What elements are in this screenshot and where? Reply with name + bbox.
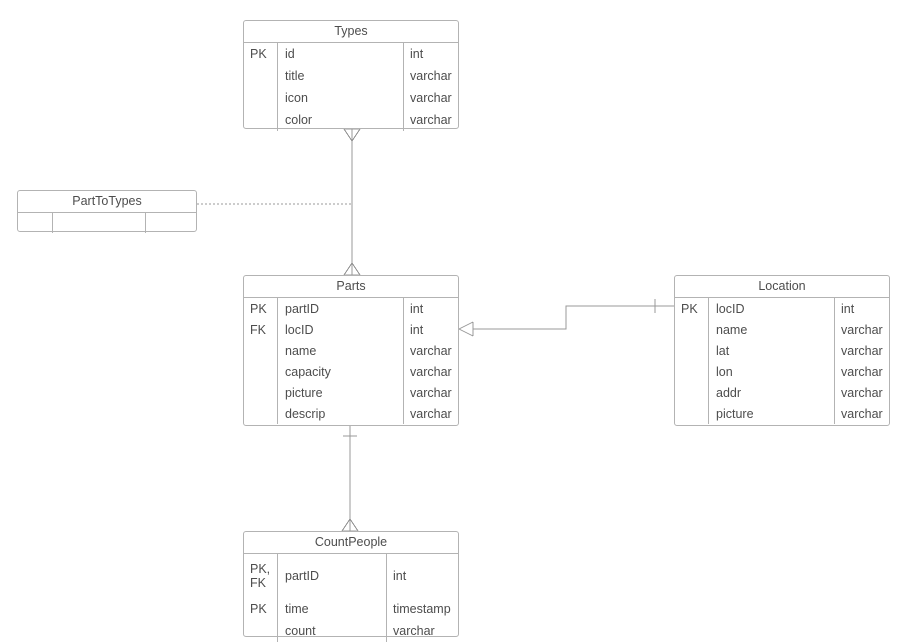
entity-column-row: color varchar bbox=[244, 109, 458, 131]
column-name: count bbox=[285, 624, 316, 638]
column-key-marker: PK bbox=[244, 598, 278, 620]
entity-title: CountPeople bbox=[244, 532, 458, 554]
entity-column-row: icon varchar bbox=[244, 87, 458, 109]
entity-title: Types bbox=[244, 21, 458, 43]
relationship-parts-location bbox=[458, 299, 674, 337]
entity-column-row: capacity varchar bbox=[244, 361, 458, 382]
column-name: capacity bbox=[285, 364, 331, 379]
column-datatype: int bbox=[403, 319, 458, 340]
column-key-marker bbox=[244, 109, 278, 131]
column-datatype: varchar bbox=[403, 361, 458, 382]
entity-title: PartToTypes bbox=[18, 191, 196, 213]
entity-column-row: PK partID int bbox=[244, 298, 458, 319]
entity-column-row: FK locID int bbox=[244, 319, 458, 340]
entity-parttotypes[interactable]: PartToTypes bbox=[17, 190, 197, 233]
column-name: lon bbox=[716, 364, 733, 379]
entity-empty-cell bbox=[145, 213, 196, 233]
column-key-marker bbox=[675, 361, 709, 382]
entity-column-row: picture varchar bbox=[244, 382, 458, 403]
column-name: partID bbox=[285, 301, 320, 316]
column-key-marker: PK bbox=[675, 298, 709, 319]
column-datatype: timestamp bbox=[386, 598, 458, 620]
column-key-marker bbox=[675, 340, 709, 361]
entity-empty-cell bbox=[52, 213, 145, 233]
column-key-marker bbox=[675, 403, 709, 424]
column-key-marker: PK bbox=[244, 298, 278, 319]
column-name: name bbox=[716, 322, 748, 337]
column-datatype: varchar bbox=[834, 403, 889, 424]
relationship-parts-countpeople bbox=[341, 426, 359, 532]
column-datatype: varchar bbox=[403, 109, 458, 131]
entity-column-row: picture varchar bbox=[675, 403, 889, 424]
column-datatype: varchar bbox=[386, 620, 458, 642]
entity-column-row: title varchar bbox=[244, 65, 458, 87]
entity-column-row: name varchar bbox=[244, 340, 458, 361]
column-key-marker bbox=[244, 340, 278, 361]
column-datatype: varchar bbox=[403, 87, 458, 109]
column-datatype: int bbox=[403, 298, 458, 319]
column-key-marker bbox=[244, 87, 278, 109]
column-datatype: varchar bbox=[834, 361, 889, 382]
column-key-marker bbox=[244, 361, 278, 382]
column-key-marker bbox=[244, 403, 278, 424]
column-datatype: varchar bbox=[834, 340, 889, 361]
column-name: locID bbox=[285, 322, 314, 337]
column-name: name bbox=[285, 343, 317, 358]
column-name: addr bbox=[716, 385, 742, 400]
column-datatype: varchar bbox=[403, 403, 458, 424]
column-name: picture bbox=[716, 406, 754, 421]
column-datatype: varchar bbox=[834, 319, 889, 340]
column-key-marker: PK bbox=[244, 43, 278, 65]
column-name: picture bbox=[285, 385, 323, 400]
entity-column-row: PK locID int bbox=[675, 298, 889, 319]
column-key-marker: PK, FK bbox=[244, 554, 278, 598]
column-name: lat bbox=[716, 343, 730, 358]
column-datatype: int bbox=[403, 43, 458, 65]
column-name: title bbox=[285, 69, 305, 83]
column-key-marker bbox=[244, 382, 278, 403]
column-name: descrip bbox=[285, 406, 326, 421]
column-datatype: int bbox=[834, 298, 889, 319]
entity-column-row: count varchar bbox=[244, 620, 458, 642]
column-datatype: varchar bbox=[834, 382, 889, 403]
column-key-marker bbox=[244, 620, 278, 642]
column-datatype: varchar bbox=[403, 382, 458, 403]
column-name: partID bbox=[285, 569, 320, 583]
entity-columns: PK locID int name varchar lat varchar lon varcha… bbox=[675, 298, 889, 427]
entity-column-row: name varchar bbox=[675, 319, 889, 340]
entity-column-row: lat varchar bbox=[675, 340, 889, 361]
entity-title: Location bbox=[675, 276, 889, 298]
entity-empty-cell bbox=[18, 213, 52, 233]
column-name: time bbox=[285, 602, 309, 616]
column-name: color bbox=[285, 113, 313, 127]
column-datatype: varchar bbox=[403, 340, 458, 361]
entity-columns: PK id int title varchar icon varchar color varch… bbox=[244, 43, 458, 131]
column-key-marker: FK bbox=[244, 319, 278, 340]
relationship-types-parts bbox=[343, 128, 361, 276]
column-datatype: int bbox=[386, 554, 458, 598]
entity-column-row: descrip varchar bbox=[244, 403, 458, 424]
entity-column-row: addr varchar bbox=[675, 382, 889, 403]
entity-columns bbox=[18, 213, 196, 233]
entity-column-row: PK id int bbox=[244, 43, 458, 65]
column-key-marker bbox=[675, 382, 709, 403]
column-key-marker bbox=[675, 319, 709, 340]
entity-column-row: PK time timestamp bbox=[244, 598, 458, 620]
entity-title: Parts bbox=[244, 276, 458, 298]
column-name: icon bbox=[285, 91, 308, 105]
column-datatype: varchar bbox=[403, 65, 458, 87]
column-key-marker bbox=[244, 65, 278, 87]
column-name: locID bbox=[716, 301, 745, 316]
entity-empty-row bbox=[18, 213, 196, 233]
entity-column-row: PK, FK partID int bbox=[244, 554, 458, 598]
column-name: id bbox=[285, 47, 295, 61]
entity-column-row: lon varchar bbox=[675, 361, 889, 382]
